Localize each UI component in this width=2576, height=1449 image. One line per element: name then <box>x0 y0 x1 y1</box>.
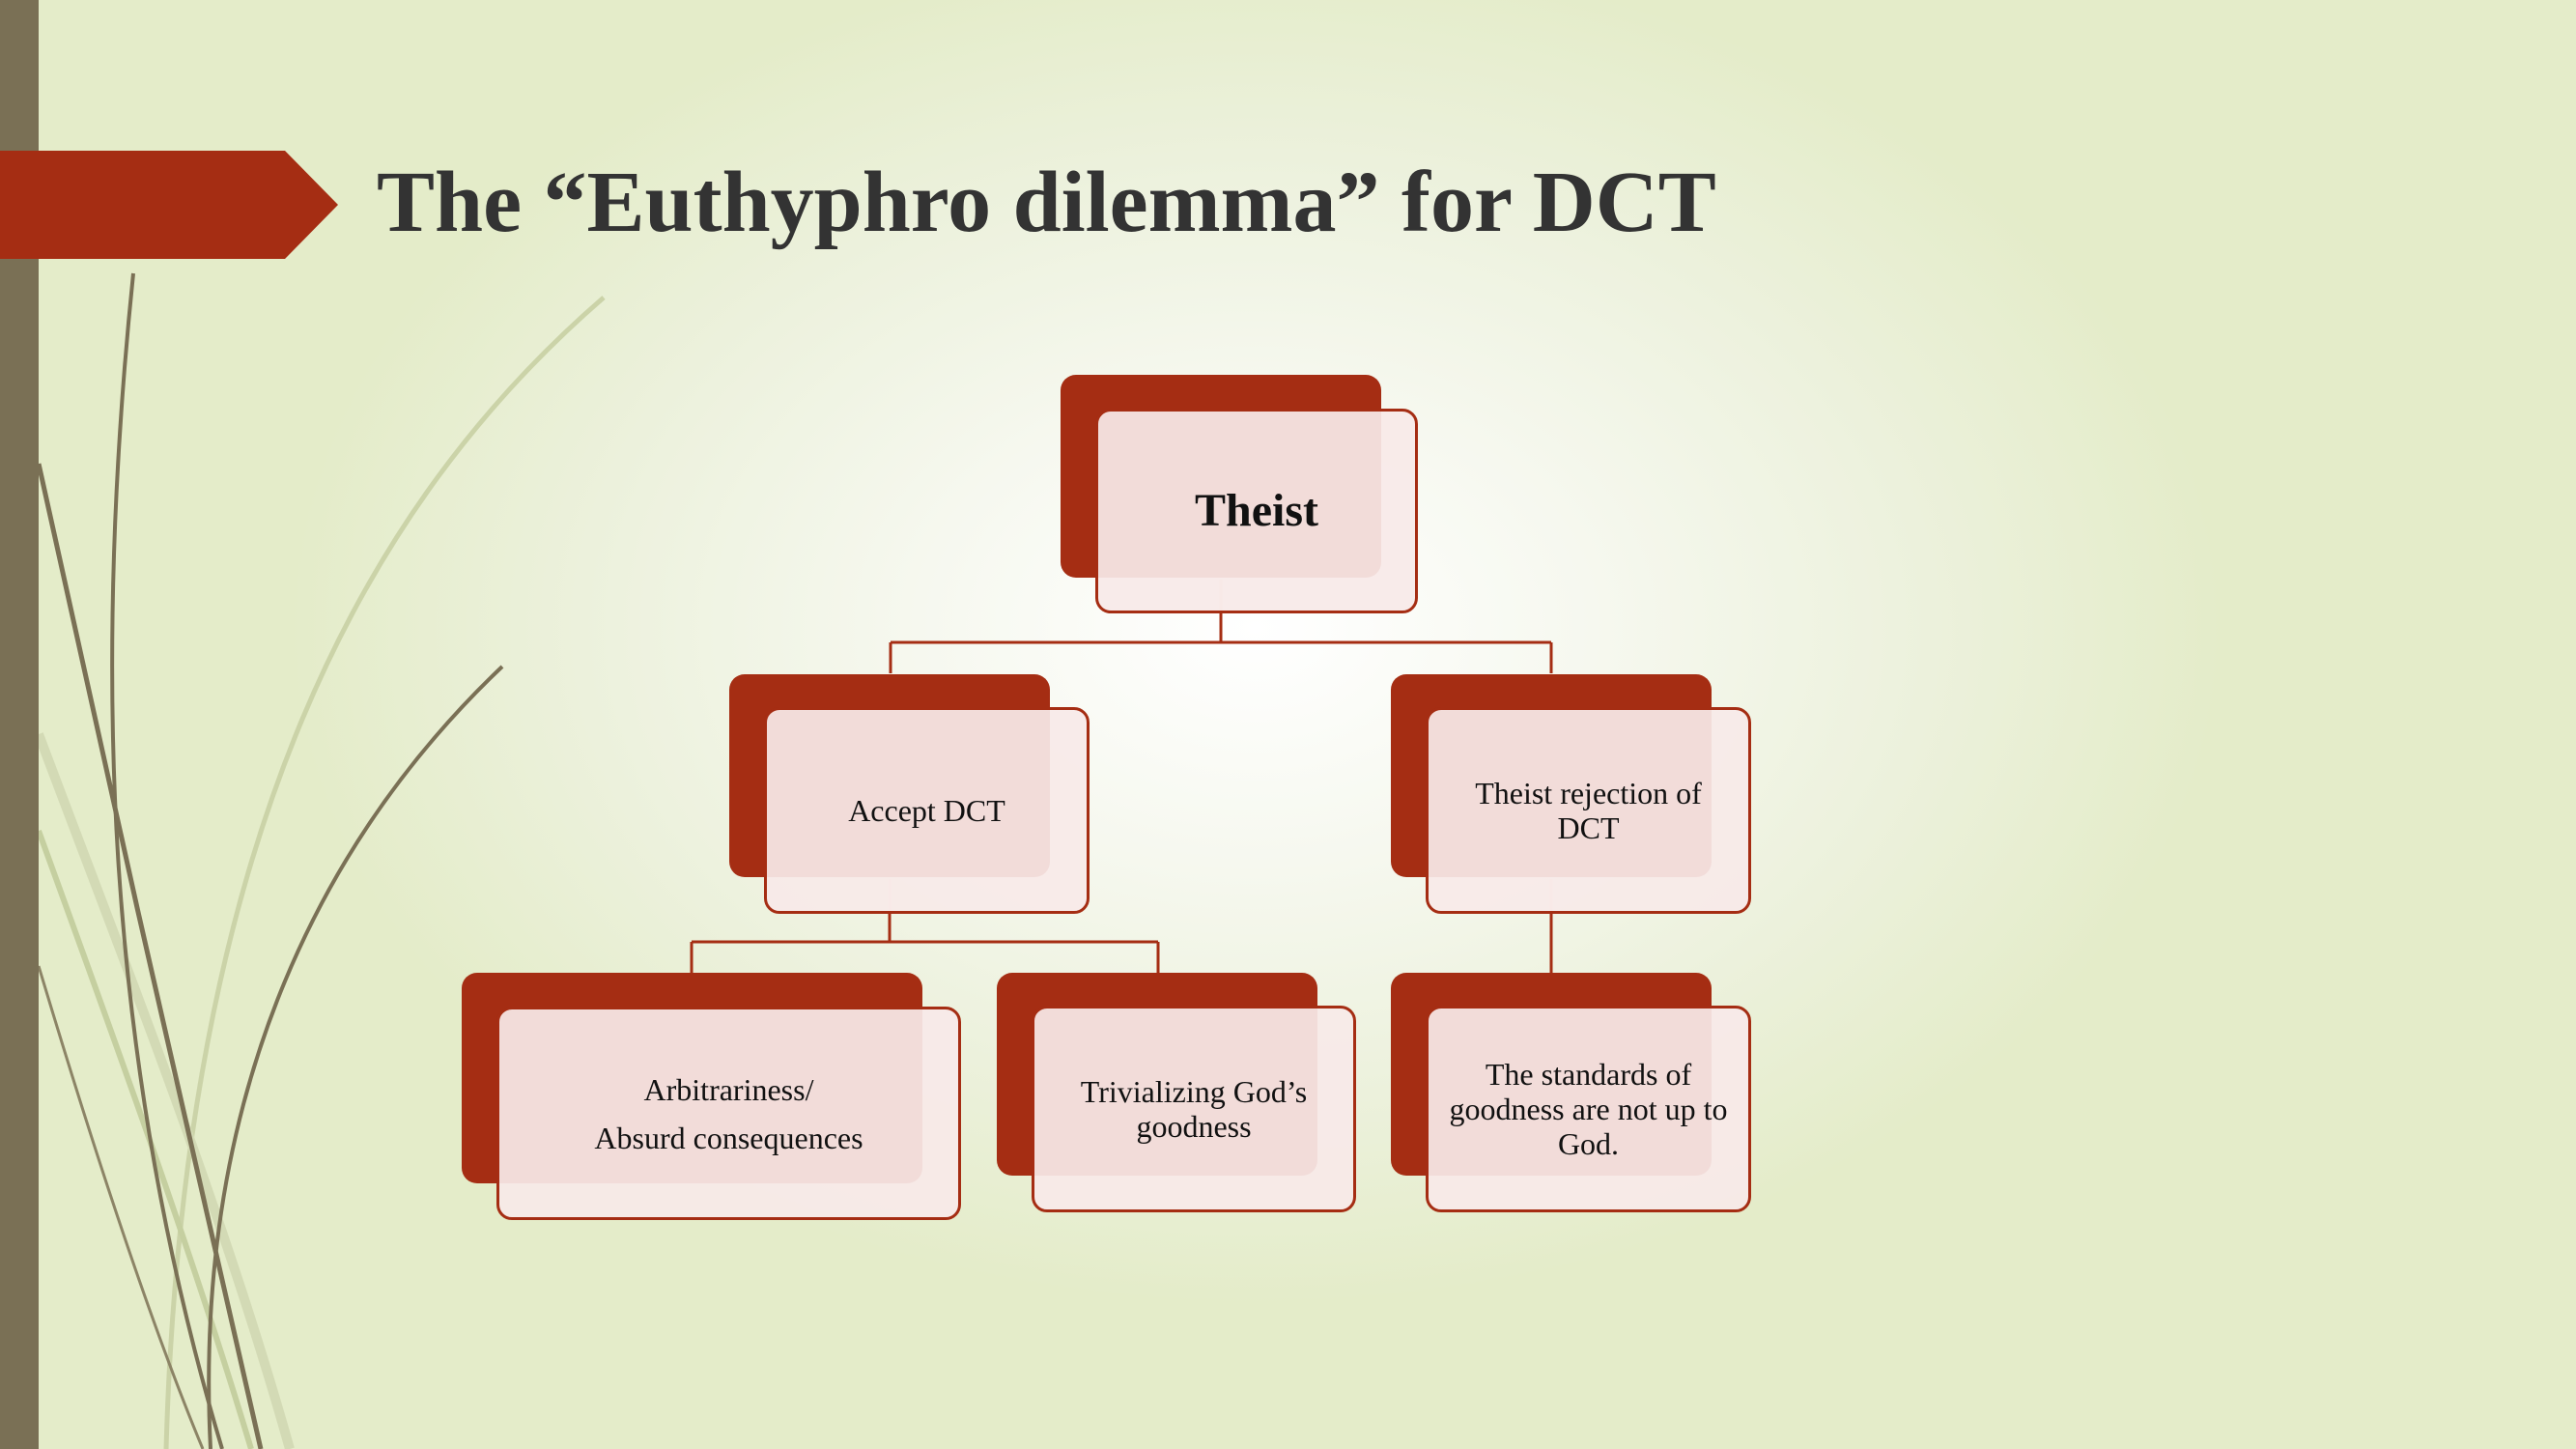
node-accept-dct: Accept DCT <box>729 674 1090 914</box>
node-theist-box: Theist <box>1095 409 1418 613</box>
node-theist-label: Theist <box>1195 484 1318 538</box>
node-arbitrariness-label: Arbitrariness/ Absurd consequences <box>594 1065 863 1162</box>
node-accept-dct-label: Accept DCT <box>848 793 1005 828</box>
node-accept-dct-box: Accept DCT <box>764 707 1090 914</box>
node-theist-rejection-box: Theist rejection of DCT <box>1426 707 1751 914</box>
node-trivializing: Trivializing God’s goodness <box>997 973 1356 1212</box>
node-theist: Theist <box>1061 375 1418 614</box>
node-trivializing-box: Trivializing God’s goodness <box>1032 1006 1356 1212</box>
node-theist-rejection: Theist rejection of DCT <box>1391 674 1751 914</box>
node-trivializing-label: Trivializing God’s goodness <box>1081 1074 1307 1144</box>
node-standards-box: The standards of goodness are not up to … <box>1426 1006 1751 1212</box>
node-arbitrariness: Arbitrariness/ Absurd consequences <box>462 973 961 1220</box>
node-standards-label: The standards of goodness are not up to … <box>1450 1057 1728 1161</box>
node-standards: The standards of goodness are not up to … <box>1391 973 1751 1212</box>
node-arbitrariness-box: Arbitrariness/ Absurd consequences <box>496 1007 961 1220</box>
node-theist-rejection-label: Theist rejection of DCT <box>1475 776 1702 845</box>
